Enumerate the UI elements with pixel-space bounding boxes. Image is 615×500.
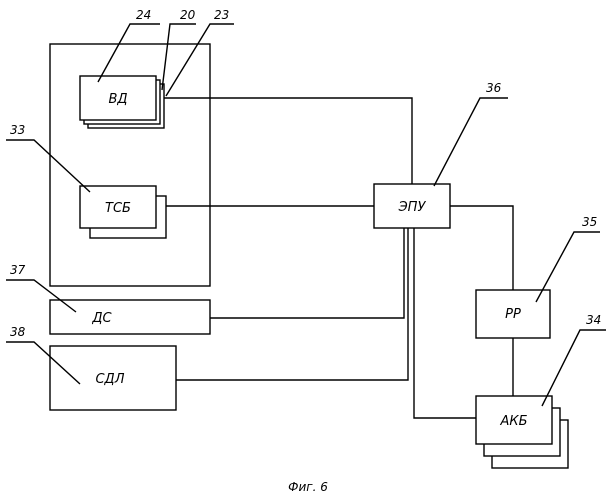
akb-block: АКБ [476, 396, 568, 468]
ds-box [50, 300, 210, 334]
epu-rr-link [450, 206, 513, 290]
vd-epu-link [164, 98, 412, 184]
ref-35: 35 [582, 215, 597, 229]
leader-33 [6, 140, 90, 192]
ref-37: 37 [10, 263, 26, 277]
tsb-label: ТСБ [105, 201, 131, 216]
ref-34: 34 [586, 313, 601, 327]
sdl-label: СДЛ [95, 372, 124, 387]
figure-caption: Фиг. 6 [288, 480, 328, 494]
leader-20 [162, 24, 196, 90]
ref-20: 20 [180, 8, 196, 22]
leader-23 [166, 24, 234, 96]
ref-23: 23 [214, 8, 229, 22]
leader-36 [434, 98, 508, 186]
vd-label: ВД [108, 92, 127, 107]
epu-block: ЭПУ [374, 184, 450, 228]
ds-label: ДС [91, 311, 112, 326]
vd-block: ВД [80, 76, 164, 128]
epu-akb-link [414, 228, 476, 418]
ds-epu-link [210, 228, 404, 318]
tsb-block: ТСБ [80, 186, 166, 238]
ds-block: ДС [50, 300, 210, 334]
connections [164, 98, 513, 418]
akb-label: АКБ [499, 414, 527, 429]
sdl-epu-link [176, 228, 408, 380]
rr-label: РР [505, 307, 521, 322]
ref-36: 36 [486, 81, 502, 95]
epu-label: ЭПУ [398, 200, 427, 215]
sdl-block: СДЛ [50, 346, 176, 410]
ref-38: 38 [10, 325, 26, 339]
ref-24: 24 [136, 8, 151, 22]
leader-34 [542, 330, 606, 406]
ref-33: 33 [10, 123, 25, 137]
leader-24 [98, 24, 160, 82]
